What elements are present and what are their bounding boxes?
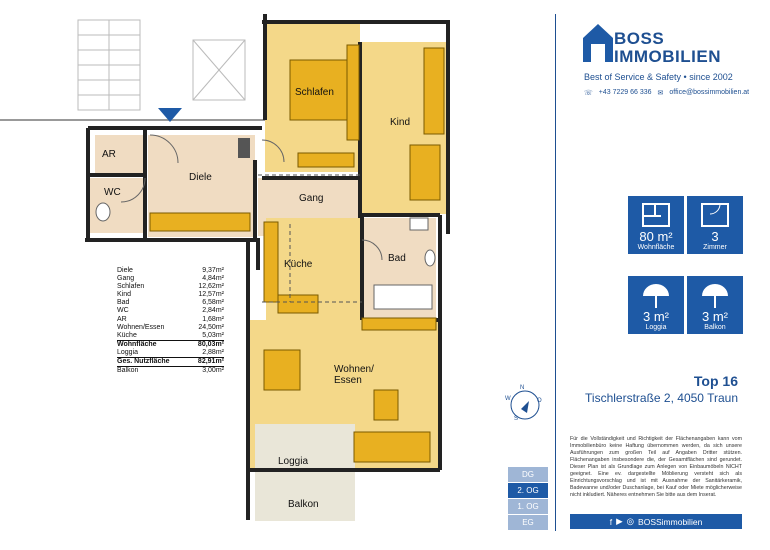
area-row: Wohnfläche 80,03m² xyxy=(117,339,224,349)
area-name: Bad xyxy=(117,299,130,307)
area-value: 4,84m² xyxy=(202,275,224,283)
tile-loggia-value: 3 m² xyxy=(643,309,669,324)
room-label-diele: Diele xyxy=(189,172,212,183)
area-row: WC 2,84m² xyxy=(117,307,224,315)
room-label-gang: Gang xyxy=(299,193,324,204)
area-value: 82,91m² xyxy=(197,358,224,366)
floor-button[interactable]: 2. OG xyxy=(508,483,548,498)
area-row: Loggia 2,88m² xyxy=(117,349,224,357)
area-row: Bad 6,58m² xyxy=(117,299,224,307)
area-name: AR xyxy=(117,315,127,323)
area-value: 2,88m² xyxy=(202,348,224,356)
area-value: 3,00m² xyxy=(202,367,224,375)
phone-number[interactable]: +43 7229 66 336 xyxy=(598,89,652,96)
house-logo-icon xyxy=(583,24,613,62)
room-label-ar: AR xyxy=(102,149,116,160)
instagram-icon[interactable]: ◎ xyxy=(626,516,635,526)
area-row: Wohnen/Essen 24,50m² xyxy=(117,324,224,332)
listing-address: Tischlerstraße 2, 4050 Traun xyxy=(585,391,738,405)
tile-zimmer-label: Zimmer xyxy=(703,244,727,251)
divider xyxy=(555,14,556,531)
area-value: 1,68m² xyxy=(202,315,224,323)
area-row: Kind 12,57m² xyxy=(117,291,224,299)
compass-o: O xyxy=(537,398,542,404)
compass-w: W xyxy=(505,396,511,402)
social-handle[interactable]: BOSSimmobilien xyxy=(638,516,703,527)
contact-info: ☏ +43 7229 66 336 ✉ office@bossimmobilien.… xyxy=(584,89,749,97)
area-name: Loggia xyxy=(117,348,139,356)
brand-tagline: Best of Service & Safety • since 2002 xyxy=(584,72,733,82)
area-name: Ges. Nutzfläche xyxy=(117,358,170,366)
floor-button[interactable]: 1. OG xyxy=(508,499,548,514)
area-name: Wohnen/Essen xyxy=(117,323,165,331)
compass xyxy=(510,390,540,420)
tile-balkon-label: Balkon xyxy=(704,324,726,331)
tile-wohnflaeche: 80 m² Wohnfläche xyxy=(628,196,684,254)
floor-plan: Schlafen Kind AR Diele WC Gang Küche Bad… xyxy=(0,14,542,521)
area-value: 2,84m² xyxy=(202,307,224,315)
area-name: Wohnfläche xyxy=(117,340,157,348)
listing-title: Top 16 xyxy=(693,373,738,389)
area-value: 9,37m² xyxy=(202,267,224,274)
area-row: Diele 9,37m² xyxy=(117,267,224,275)
room-label-kind: Kind xyxy=(390,117,411,128)
umbrella-icon xyxy=(643,284,669,308)
area-name: Küche xyxy=(117,331,137,339)
floor-button[interactable]: EG xyxy=(508,515,548,530)
area-row: Balkon 3,00m² xyxy=(117,367,224,375)
area-value: 80,03m² xyxy=(197,340,224,348)
room-label-wc: WC xyxy=(104,187,121,198)
area-value: 6,58m² xyxy=(202,299,224,307)
disclaimer: Für die Vollständigkeit und Richtigkeit … xyxy=(570,436,742,498)
tile-loggia-label: Loggia xyxy=(645,324,667,331)
tile-balkon-value: 3 m² xyxy=(702,309,728,324)
area-row: Schlafen 12,62m² xyxy=(117,283,224,291)
area-value: 12,62m² xyxy=(198,283,224,291)
youtube-icon[interactable]: ▶ xyxy=(616,516,623,526)
area-row: Gang 4,84m² xyxy=(117,275,224,283)
facebook-icon[interactable]: f xyxy=(609,516,613,527)
tile-wohnflaeche-label: Wohnfläche xyxy=(637,244,675,251)
room-label-bad: Bad xyxy=(388,253,406,264)
compass-n: N xyxy=(520,385,525,391)
area-name: Schlafen xyxy=(117,283,145,291)
floorplan-icon xyxy=(642,203,670,227)
area-value: 5,03m² xyxy=(202,331,224,339)
compass-s: S xyxy=(514,416,519,422)
area-row: AR 1,68m² xyxy=(117,316,224,324)
room-label-wohnen: Wohnen/Essen xyxy=(334,364,374,386)
email-icon: ✉ xyxy=(657,90,664,97)
email-address[interactable]: office@bossimmobilien.at xyxy=(669,89,750,96)
tile-balkon: 3 m² Balkon xyxy=(687,276,743,334)
tile-zimmer: 3 Zimmer xyxy=(687,196,743,254)
room-label-kueche: Küche xyxy=(284,259,313,270)
floor-button[interactable]: DG xyxy=(508,467,548,482)
phone-icon: ☏ xyxy=(584,90,593,97)
floor-plan-drawing xyxy=(0,14,540,521)
social-footer: f ▶ ◎ BOSSimmobilien xyxy=(570,514,742,529)
tile-wohnflaeche-value: 80 m² xyxy=(639,229,673,244)
room-icon xyxy=(701,203,729,227)
area-row: Ges. Nutzfläche 82,91m² xyxy=(117,357,224,368)
tile-zimmer-value: 3 xyxy=(711,229,719,244)
room-label-schlafen: Schlafen xyxy=(295,87,334,98)
area-value: 24,50m² xyxy=(198,323,224,331)
area-row: Küche 5,03m² xyxy=(117,332,224,340)
umbrella-icon xyxy=(702,284,728,308)
area-value: 12,57m² xyxy=(198,291,224,299)
tile-loggia: 3 m² Loggia xyxy=(628,276,684,334)
area-name: WC xyxy=(117,307,129,315)
area-name: Balkon xyxy=(117,367,139,375)
area-name: Gang xyxy=(117,275,135,283)
area-name: Diele xyxy=(117,267,133,274)
room-label-balkon: Balkon xyxy=(288,499,319,510)
area-name: Kind xyxy=(117,291,132,299)
room-label-loggia: Loggia xyxy=(278,456,309,467)
